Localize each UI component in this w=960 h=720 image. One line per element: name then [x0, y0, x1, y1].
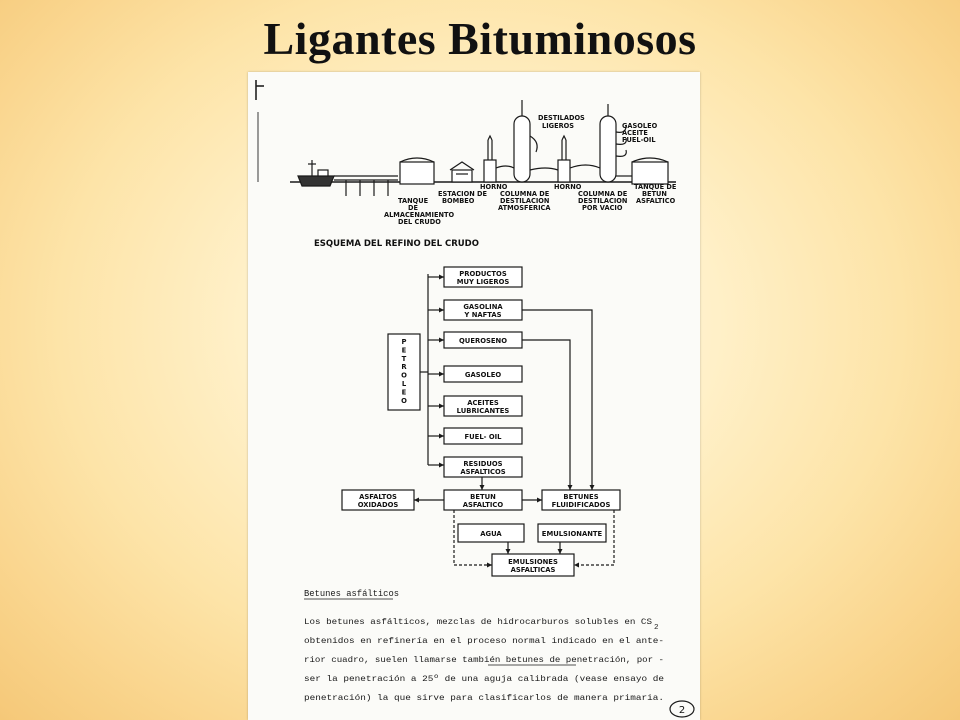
petroleo-letter: L: [402, 380, 407, 388]
typewritten-text: Betunes asfálticos Los betunes asfáltico…: [304, 589, 664, 703]
refinery-illustration: [290, 100, 676, 196]
label-aceite: ACEITE: [622, 129, 648, 137]
crude-storage-tank-icon: [399, 157, 435, 185]
scheme-caption: ESQUEMA DEL REFINO DEL CRUDO: [314, 239, 479, 249]
label-betunes-2: FLUIDIFICADOS: [552, 501, 611, 509]
label-emulsiones-1: EMULSIONES: [508, 558, 558, 566]
refinery-labels: DESTILADOS LIGEROS GASOLEO ACEITE FUEL-O…: [384, 114, 677, 226]
furnace-2-icon: [529, 134, 571, 183]
label-tanque-crudo-2: DE: [408, 204, 418, 212]
slide-title: Ligantes Bituminosos: [263, 13, 697, 64]
petroleo-letter: R: [401, 363, 407, 371]
vacuum-column-icon: [569, 104, 627, 183]
label-destilados-1: DESTILADOS: [538, 114, 585, 122]
label-emulsionante: EMULSIONANTE: [542, 530, 603, 538]
text-line-3: rior cuadro, suelen llamarse también bet…: [304, 655, 664, 665]
label-gasolina-1: GASOLINA: [463, 303, 503, 311]
label-col-atm-3: ATMOSFERICA: [498, 204, 551, 212]
label-horno-1: HORNO: [480, 183, 508, 191]
label-col-vac-3: POR VACIO: [582, 204, 623, 212]
page-number-text: 2: [679, 705, 685, 716]
label-residuos-1: RESIDUOS: [463, 460, 502, 468]
text-line-4: ser la penetración a 25º de una aguja ca…: [304, 674, 664, 684]
petroleo-letter: E: [402, 388, 407, 396]
tanker-ship-icon: [297, 160, 335, 187]
label-col-atm-2: DESTILACION: [500, 197, 549, 205]
label-estacion-2: BOMBEO: [442, 197, 475, 205]
label-asfaltos-2: OXIDADOS: [358, 501, 399, 509]
document-svg: DESTILADOS LIGEROS GASOLEO ACEITE FUEL-O…: [255, 80, 695, 718]
petroleo-letter: P: [402, 338, 407, 346]
petroleo-letter: O: [401, 372, 407, 380]
label-col-vac-1: COLUMNA DE: [578, 190, 628, 198]
label-horno-2: HORNO: [554, 183, 582, 191]
label-gasoleo: GASOLEO: [465, 371, 501, 379]
petroleo-letter: E: [402, 346, 407, 354]
label-tanque-crudo-4: DEL CRUDO: [398, 218, 441, 226]
page-number: 2: [669, 700, 695, 718]
label-tanque-crudo-1: TANQUE: [398, 197, 429, 205]
label-tanque-betun-1: TANQUE DE: [634, 183, 677, 191]
label-agua: AGUA: [480, 530, 502, 538]
pier: [334, 175, 398, 196]
pumping-station-icon: [449, 161, 475, 183]
petroleo-letter: T: [402, 355, 407, 363]
box-agua: [457, 523, 525, 543]
label-estacion-1: ESTACION DE: [438, 190, 488, 198]
label-queroseno: QUEROSENO: [459, 337, 507, 345]
furnace-1-icon: [483, 134, 497, 183]
text-subscript: 2: [654, 624, 659, 632]
text-line-2: obtenidos en refinería en el proceso nor…: [304, 636, 664, 646]
box-residuos: [443, 456, 523, 478]
label-col-vac-2: DESTILACION: [578, 197, 627, 205]
atmospheric-column-icon: [495, 100, 538, 183]
label-gasoleo: GASOLEO: [622, 122, 658, 130]
label-betun-2: ASFALTICO: [463, 501, 504, 509]
label-aceites-2: LUBRICANTES: [457, 407, 510, 415]
label-productos-2: MUY LIGEROS: [457, 278, 510, 286]
label-destilados-2: LIGEROS: [542, 122, 574, 130]
label-tanque-crudo-3: ALMACENAMIENTO: [384, 211, 454, 219]
label-tanque-betun-2: BETUN: [642, 190, 667, 198]
text-line-5: penetración) la que sirve para clasifica…: [304, 693, 664, 703]
label-asfaltos-1: ASFALTOS: [359, 493, 397, 501]
label-residuos-2: ASFALTICOS: [460, 468, 505, 476]
flow-diagram: [341, 266, 621, 577]
box-emulsionante: [537, 523, 607, 543]
petroleo-letter: O: [401, 397, 407, 405]
label-betun-1: BETUN: [470, 493, 496, 501]
text-line-1: Los betunes asfálticos, mezclas de hidro…: [304, 617, 652, 627]
scanned-document: DESTILADOS LIGEROS GASOLEO ACEITE FUEL-O…: [248, 72, 700, 720]
label-gasolina-2: Y NAFTAS: [463, 311, 501, 319]
asphalt-tank-icon: [616, 157, 669, 185]
label-fuel-oil: FUEL-OIL: [622, 136, 656, 144]
label-productos-1: PRODUCTOS: [459, 270, 507, 278]
label-betunes-1: BETUNES: [563, 493, 598, 501]
label-tanque-betun-3: ASFALTICO: [636, 197, 676, 205]
label-aceites-1: ACEITES: [467, 399, 499, 407]
scan-edge-marks: [255, 80, 264, 182]
text-heading: Betunes asfálticos: [304, 589, 399, 599]
label-fuel-oil: FUEL- OIL: [465, 433, 503, 441]
label-col-atm-1: COLUMNA DE: [500, 190, 550, 198]
label-emulsiones-2: ASFALTICAS: [511, 566, 556, 574]
